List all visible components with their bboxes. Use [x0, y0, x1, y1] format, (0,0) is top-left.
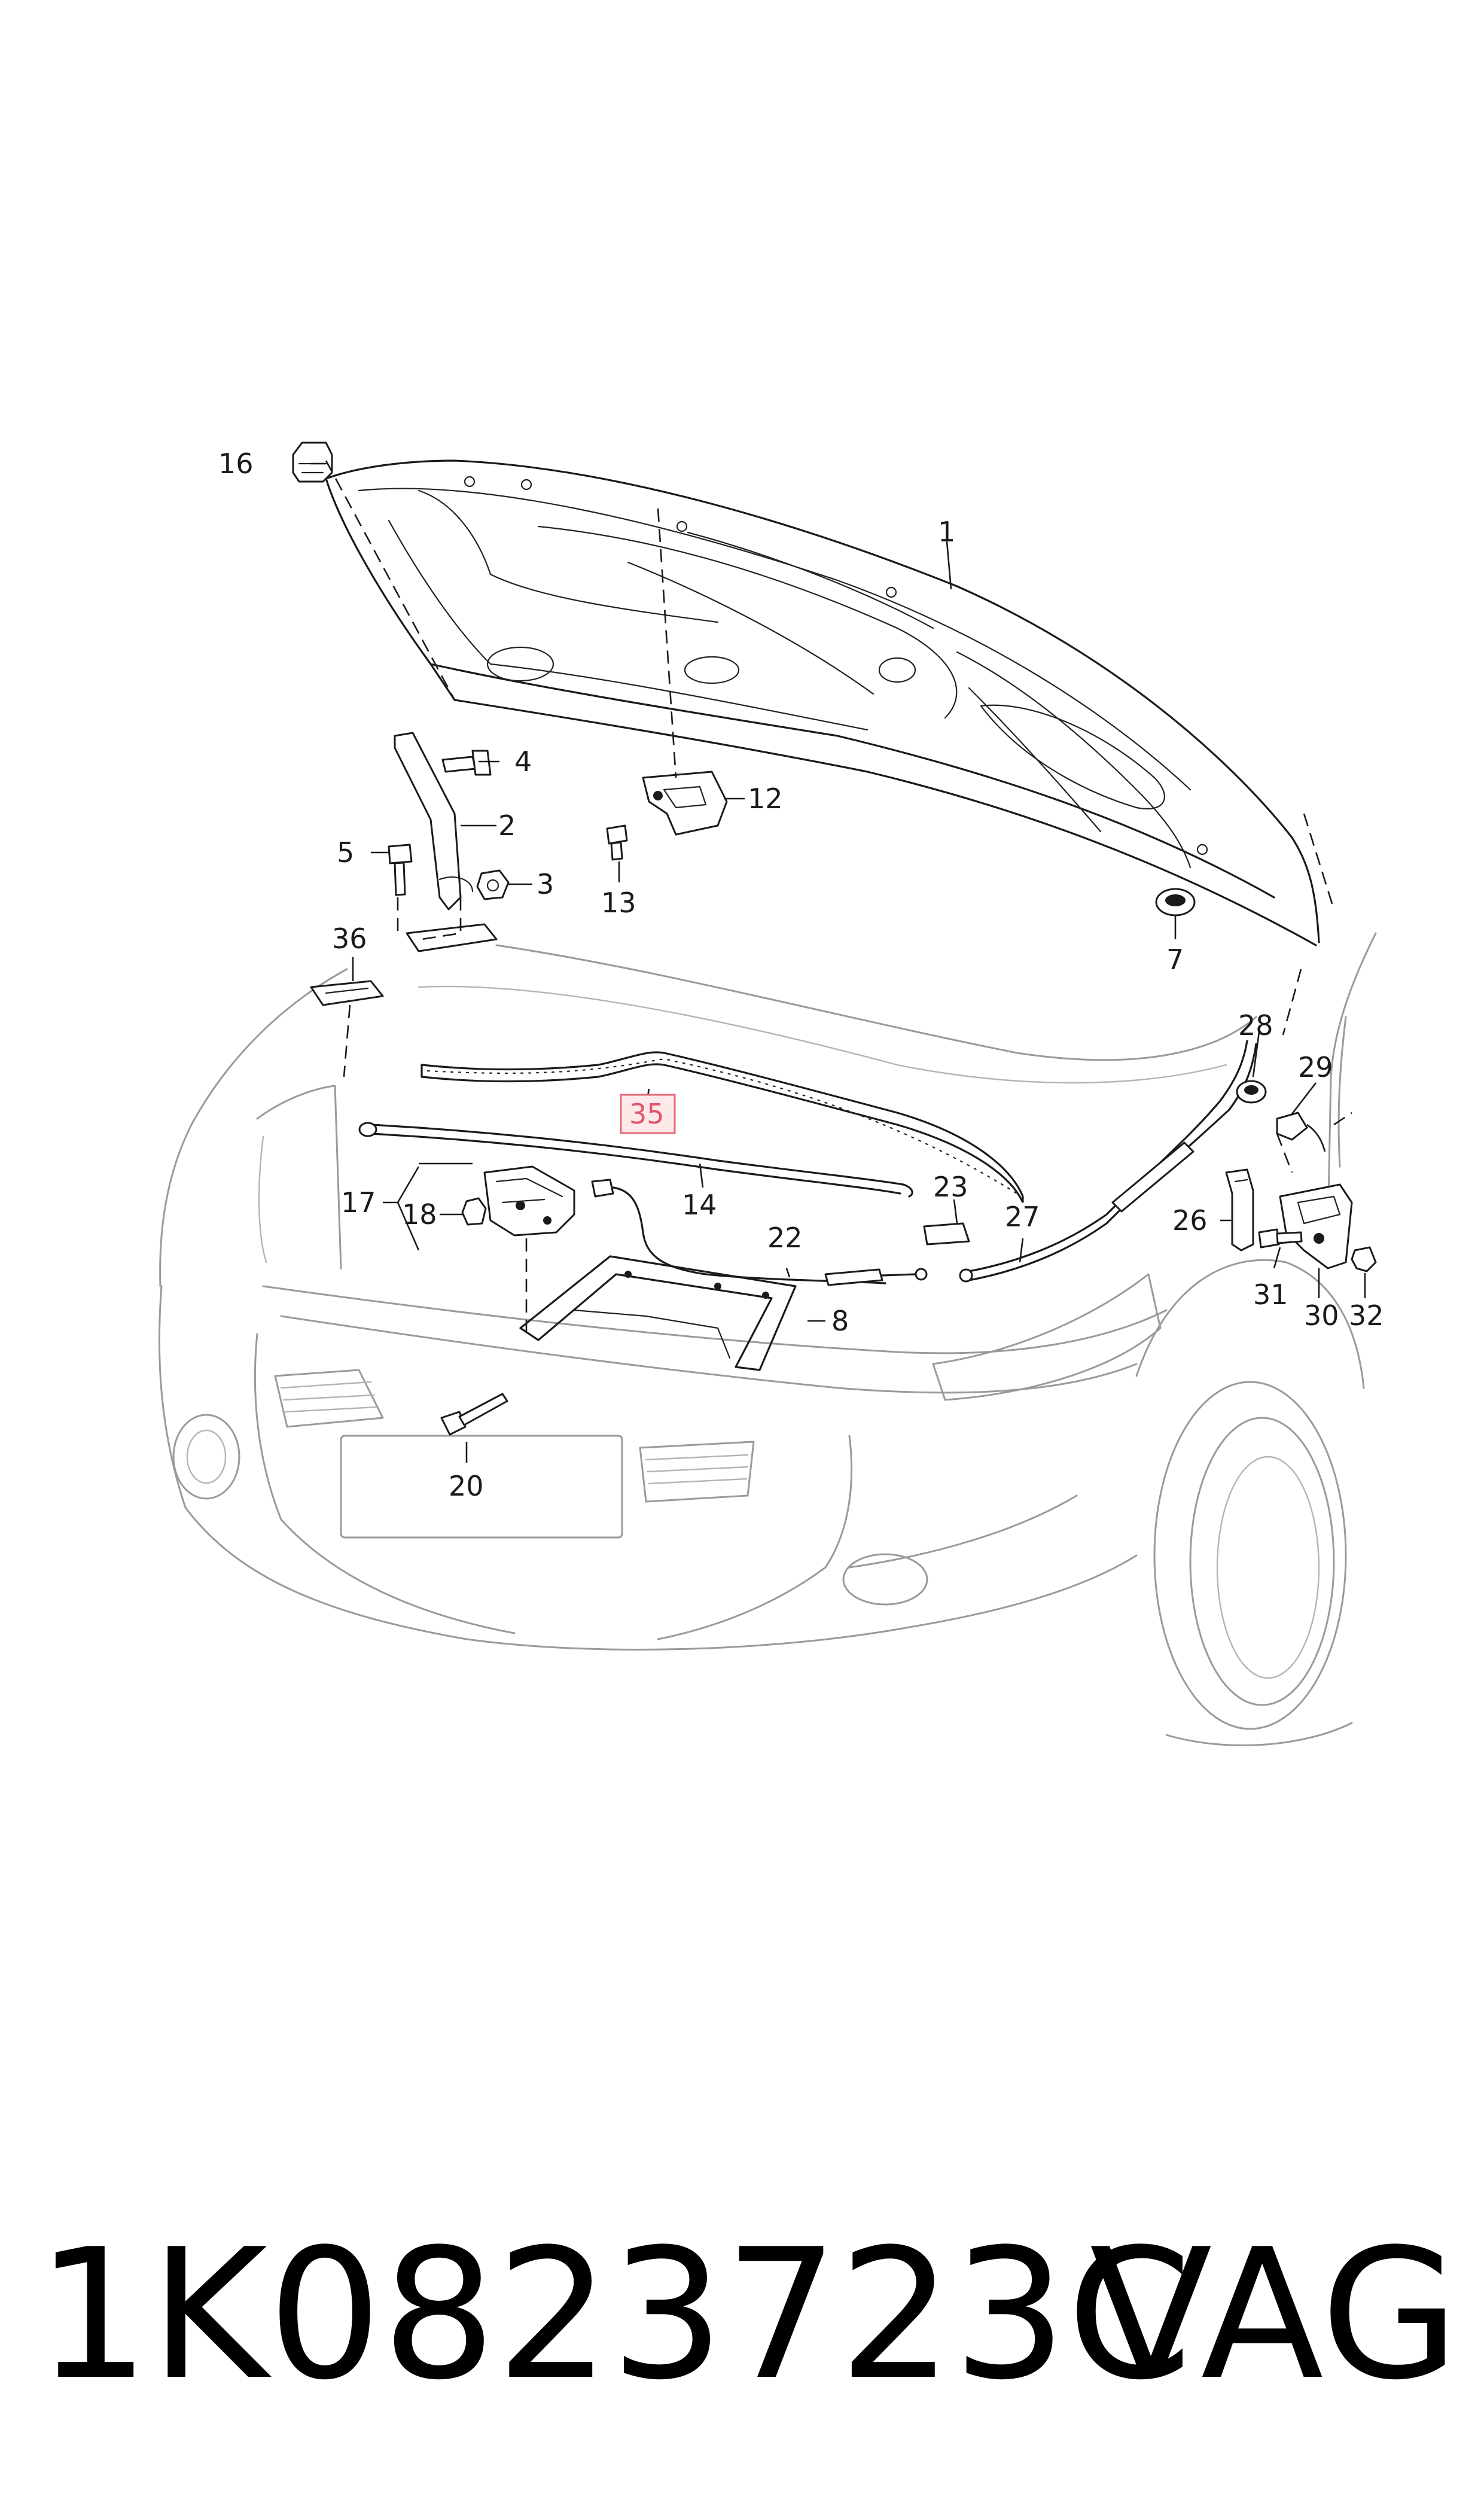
callout-14: 14 — [682, 1189, 717, 1221]
lock-striker-12 — [642, 771, 728, 836]
front-wheel — [1153, 1381, 1347, 1730]
hood-lock-17 — [483, 1165, 614, 1237]
callout-32: 32 — [1349, 1299, 1384, 1332]
license-plate — [340, 1435, 623, 1539]
car-body-outline — [158, 932, 1377, 1746]
callout-13: 13 — [601, 887, 636, 919]
release-handle-26 — [1225, 1168, 1254, 1252]
callout-36: 36 — [332, 922, 367, 955]
callout-5: 5 — [337, 836, 354, 869]
grille-mesh-right — [639, 1441, 755, 1503]
callout-23: 23 — [933, 1171, 968, 1203]
clip-32 — [1351, 1246, 1377, 1272]
callout-2: 2 — [498, 809, 516, 842]
headlight-right — [932, 1273, 1162, 1401]
fog-light-left — [172, 1414, 240, 1500]
release-cable-27 — [959, 1040, 1257, 1283]
callout-3: 3 — [537, 868, 554, 900]
callout-28: 28 — [1238, 1009, 1273, 1042]
callout-30: 30 — [1304, 1299, 1339, 1332]
seal-strip-35 — [420, 1051, 1024, 1203]
rubber-stop-7 — [1155, 888, 1196, 917]
hood-panel — [325, 459, 1320, 946]
part-number: 1K0823723C — [36, 2211, 1193, 2419]
bolt-31 — [1258, 1228, 1303, 1249]
callout-labels: 1 2 3 4 5 7 8 12 13 14 16 17 18 20 22 23… — [218, 447, 1384, 1502]
callout-27: 27 — [1005, 1201, 1040, 1233]
release-cable-14 — [358, 1122, 913, 1198]
leader-lines — [311, 462, 1366, 1463]
callout-20: 20 — [449, 1470, 484, 1502]
cap-18 — [461, 1197, 487, 1226]
callout-35: 35 — [629, 1098, 665, 1130]
brand-label: VAG — [1089, 2211, 1459, 2419]
grille-mesh-left — [274, 1369, 384, 1428]
grommet-28 — [1236, 1080, 1267, 1104]
bolt-5 — [388, 844, 413, 896]
callout-17: 17 — [341, 1186, 376, 1219]
callout-18: 18 — [402, 1198, 437, 1231]
bolt-4 — [441, 750, 492, 776]
assembly-dashed-lines — [325, 460, 1352, 1340]
fog-light-right — [842, 1553, 928, 1606]
bolt-20 — [440, 1393, 508, 1436]
bracket-30 — [1279, 1183, 1353, 1269]
callout-29: 29 — [1298, 1051, 1333, 1083]
rubber-buffer-16 — [292, 442, 333, 483]
callout-35-highlight-box — [620, 1094, 676, 1134]
hood-hinge-2 — [394, 732, 498, 952]
callout-26: 26 — [1172, 1204, 1208, 1237]
callout-16: 16 — [218, 447, 254, 480]
nut-3 — [476, 869, 510, 900]
footer: 1K0823723C VAG — [36, 2219, 1459, 2411]
release-cable-22 — [612, 1186, 928, 1286]
connector-29 — [1276, 1112, 1326, 1152]
callout-22: 22 — [767, 1222, 803, 1254]
callout-1: 1 — [938, 516, 955, 548]
lock-carrier-8 — [519, 1255, 797, 1371]
callout-4: 4 — [514, 745, 532, 778]
callout-31: 31 — [1253, 1278, 1288, 1311]
callout-12: 12 — [748, 783, 783, 815]
clip-36 — [310, 980, 384, 1006]
callout-8: 8 — [831, 1305, 849, 1337]
cover-23 — [923, 1222, 970, 1246]
callout-7: 7 — [1166, 943, 1184, 976]
bolt-13 — [606, 824, 628, 861]
